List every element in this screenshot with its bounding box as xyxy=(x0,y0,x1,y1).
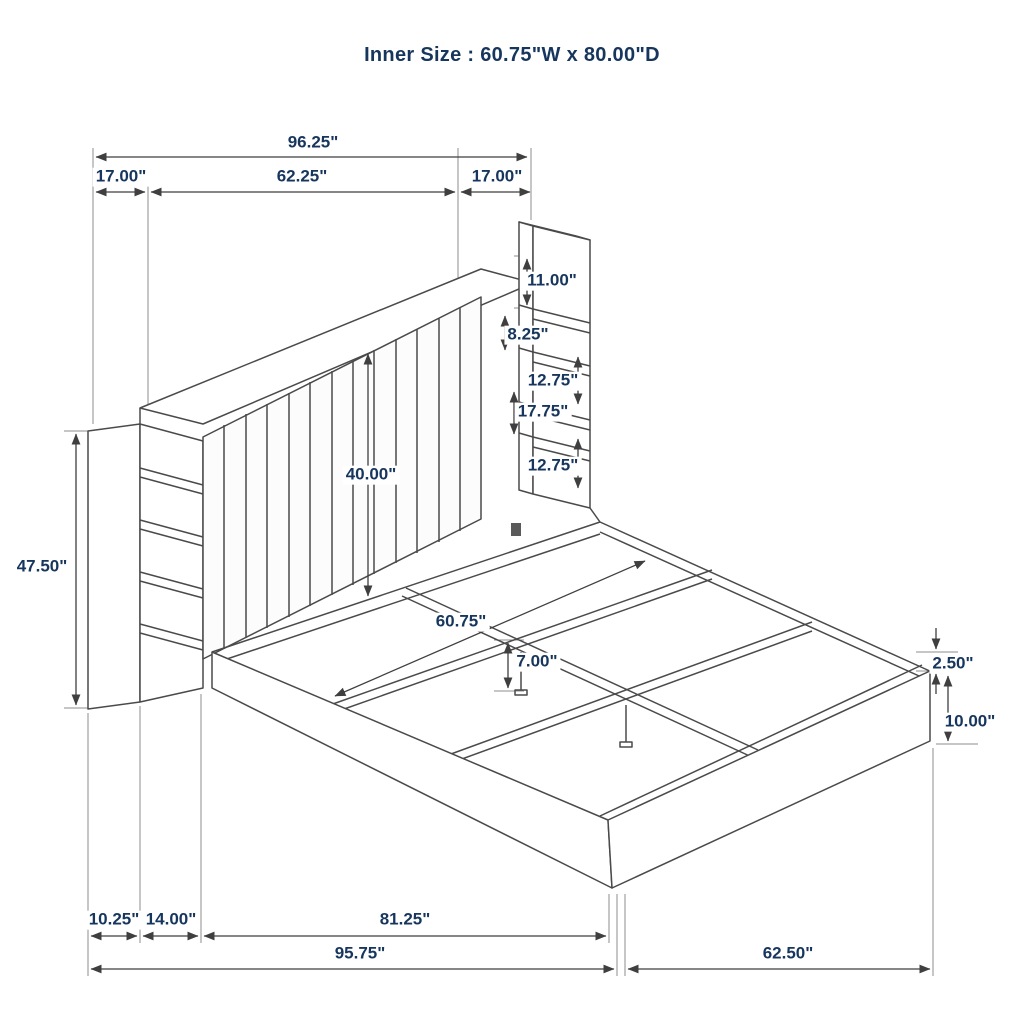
dim-rail-lip: 2.50" xyxy=(929,654,977,674)
dim-shelf-opening-lower: 12.75" xyxy=(524,456,582,476)
dim-overall-width: 96.25" xyxy=(284,133,342,153)
dim-footboard-width: 62.50" xyxy=(759,944,817,964)
dim-frame-length: 81.25" xyxy=(376,910,434,930)
dim-left-pier-width: 17.00" xyxy=(92,167,150,187)
dim-headboard-width: 62.25" xyxy=(273,167,331,187)
dim-overall-length: 95.75" xyxy=(331,944,389,964)
bed-frame xyxy=(211,521,933,889)
dim-shelf-opening-top: 11.00" xyxy=(524,271,580,291)
extension-lines xyxy=(64,148,978,976)
headboard xyxy=(202,296,482,660)
dim-side-rail-height: 10.00" xyxy=(941,712,999,732)
dim-pier-height: 47.50" xyxy=(13,557,71,577)
dim-right-pier-width: 17.00" xyxy=(468,167,526,187)
diagram-title: Inner Size : 60.75"W x 80.00"D xyxy=(364,44,660,66)
dim-shelf-depth: 8.25" xyxy=(504,325,552,345)
dim-pier-depth: 10.25" xyxy=(85,910,143,930)
dim-pier-shelf-depth: 14.00" xyxy=(142,910,200,930)
dim-headboard-height: 40.00" xyxy=(342,465,400,485)
left-pier xyxy=(87,423,204,710)
dim-shelf-opening-middle: 17.75" xyxy=(514,402,572,422)
dim-inner-width: 60.75" xyxy=(432,612,490,632)
dim-rail-clearance: 7.00" xyxy=(513,652,561,672)
dim-shelf-opening-upper: 12.75" xyxy=(524,371,582,391)
